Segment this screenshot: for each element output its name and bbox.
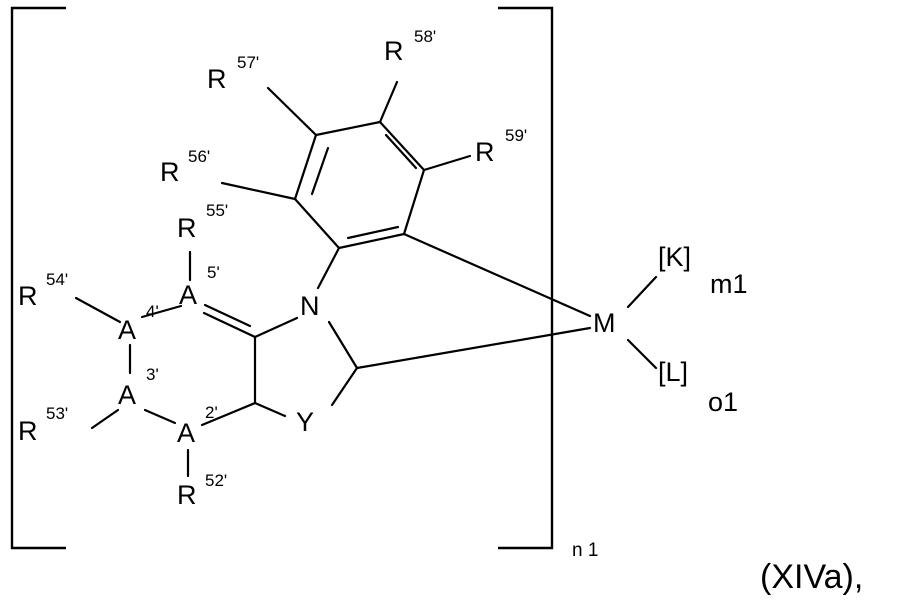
atom-r54-sup: 54': [46, 270, 68, 289]
bond-ring-m: [357, 328, 590, 368]
atom-r52-sup: 52': [205, 471, 227, 490]
atom-r59-sup: 59': [505, 126, 527, 145]
subscript-o1: o1: [708, 387, 738, 417]
atom-a2: A: [177, 418, 195, 448]
atom-a4: A: [118, 315, 136, 345]
atom-r58: R: [384, 36, 404, 66]
atom-r58-sup: 58': [414, 27, 436, 46]
bond-m-k: [628, 277, 656, 307]
atom-a3-sup: 3': [146, 365, 159, 384]
bond-m-l: [628, 340, 656, 368]
ligand-k: [K]: [658, 242, 691, 272]
phenyl-ring: [295, 122, 424, 248]
bond-r59: [424, 156, 470, 170]
atom-a5-sup: 5': [207, 263, 220, 282]
ligand-l: [L]: [658, 357, 688, 387]
bond-r54: [76, 298, 120, 322]
formula-label: (XIVa),: [760, 558, 863, 596]
subscript-n1: n 1: [572, 540, 598, 561]
atom-r59: R: [475, 137, 495, 167]
atom-m: M: [593, 308, 616, 338]
atom-a2-sup: 2': [205, 403, 218, 422]
bond-r53: [92, 410, 118, 428]
atom-a5: A: [179, 280, 197, 310]
atom-y: Y: [296, 407, 314, 437]
bond-phenyl-m: [404, 234, 590, 316]
bond-r56: [222, 183, 295, 199]
atom-r53: R: [18, 416, 38, 446]
atom-r56: R: [160, 157, 180, 187]
atom-r56-sup: 56': [188, 147, 210, 166]
atom-r55: R: [177, 213, 197, 243]
bond-r58: [380, 82, 397, 122]
subscript-m1: m1: [710, 269, 748, 299]
atom-n: N: [300, 291, 320, 321]
atom-r53-sup: 53': [46, 404, 68, 423]
atom-r57: R: [207, 64, 227, 94]
bond-r57: [268, 88, 316, 135]
atom-r55-sup: 55': [206, 201, 228, 220]
bond-phenyl-n: [318, 248, 339, 288]
atom-r54: R: [18, 281, 38, 311]
atom-r52: R: [177, 480, 197, 510]
atom-r57-sup: 57': [237, 53, 259, 72]
atom-a4-sup: 4': [146, 302, 159, 321]
atom-a3: A: [118, 380, 136, 410]
five-membered-ring: [255, 318, 357, 416]
